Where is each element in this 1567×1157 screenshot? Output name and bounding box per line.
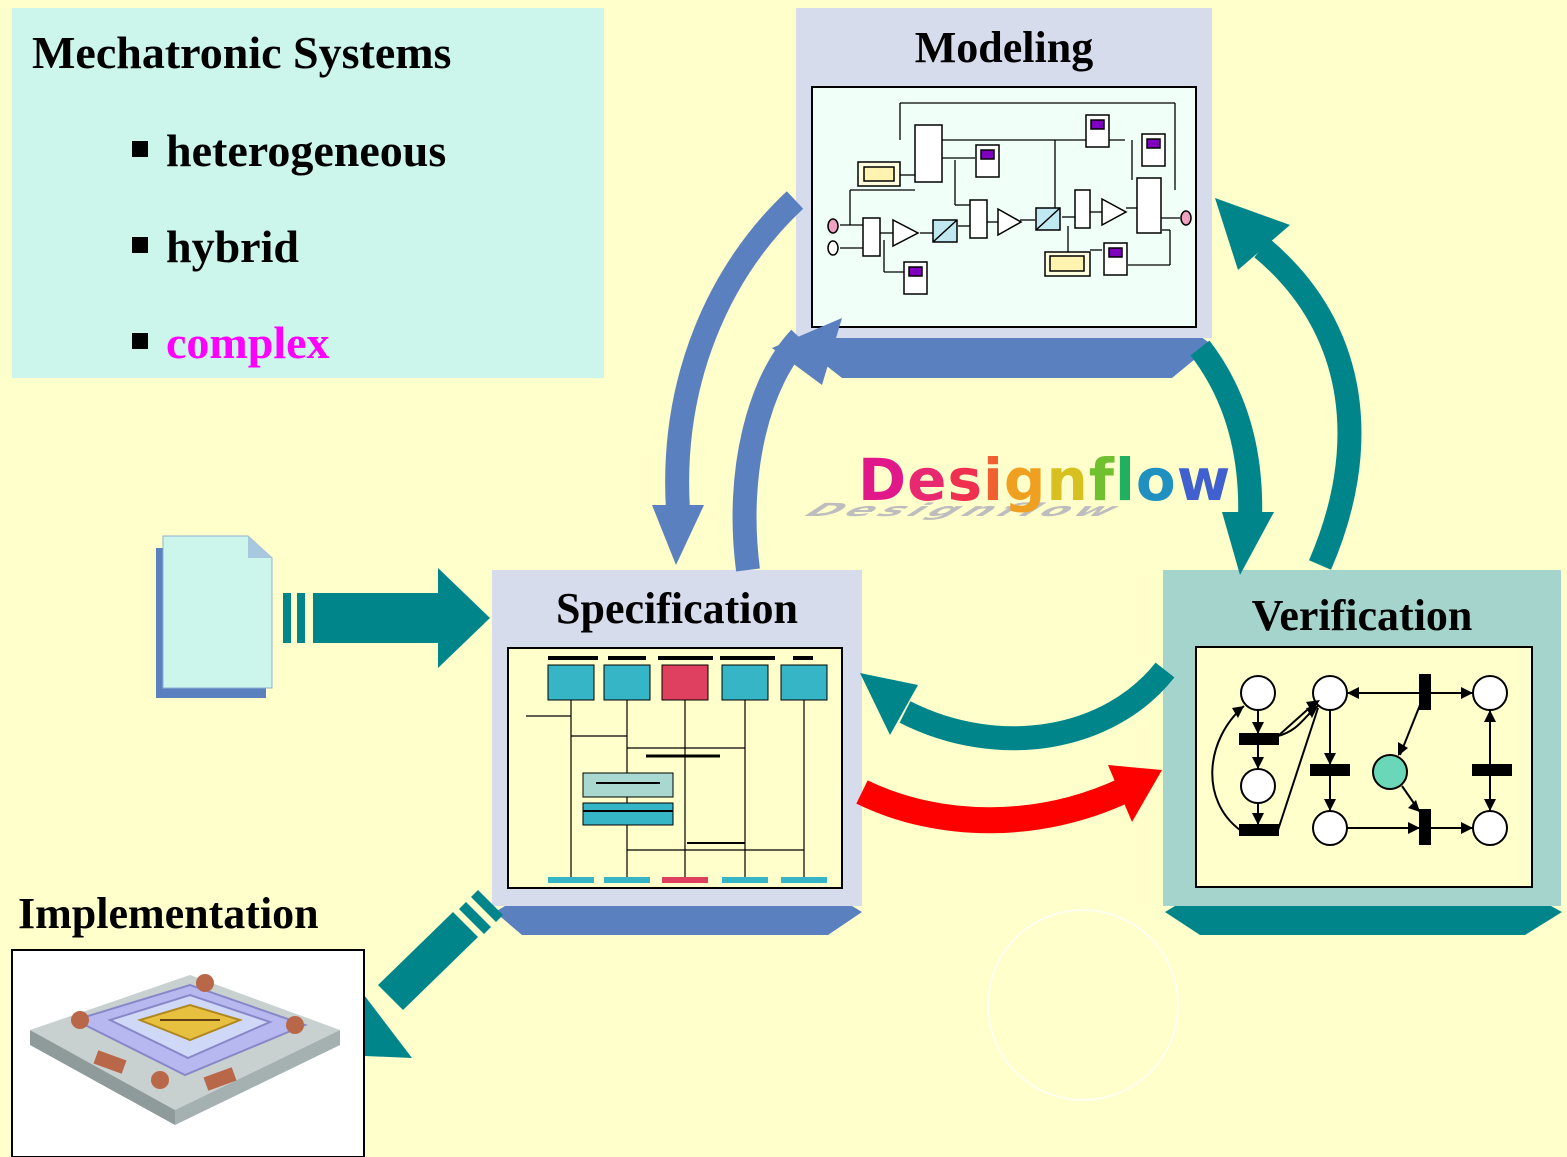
red-arrow <box>856 765 1162 834</box>
designflow-label: Designflow <box>858 446 1232 514</box>
feedback-arrow <box>860 662 1175 751</box>
intro-title: Mechatronic Systems <box>32 27 452 78</box>
implementation-arrow <box>342 890 503 1058</box>
blue-arrows <box>652 191 842 572</box>
specification-card <box>492 570 862 935</box>
bullet-heterogeneous: heterogeneous <box>132 124 446 177</box>
petri-arrowheads <box>1232 687 1496 834</box>
bullet-complex: complex <box>132 316 330 369</box>
specification-title: Specification <box>556 584 798 633</box>
modeling-blocks <box>827 114 1192 295</box>
modeling-title: Modeling <box>914 23 1094 72</box>
implementation-chip <box>11 949 365 1157</box>
petri-net <box>1211 674 1512 846</box>
verification-card <box>1163 570 1562 935</box>
modeling-card <box>796 8 1212 378</box>
sequence-diagram <box>526 656 828 883</box>
input-arrow <box>283 568 490 668</box>
teal-arrows <box>1190 198 1362 575</box>
bullet-hybrid: hybrid <box>132 220 299 273</box>
faint-circle <box>987 909 1179 1101</box>
document-icon <box>156 535 273 698</box>
verification-title: Verification <box>1251 591 1473 640</box>
implementation-title: Implementation <box>18 889 319 938</box>
intro-box: Mechatronic Systems heterogeneous hybrid… <box>12 8 604 378</box>
